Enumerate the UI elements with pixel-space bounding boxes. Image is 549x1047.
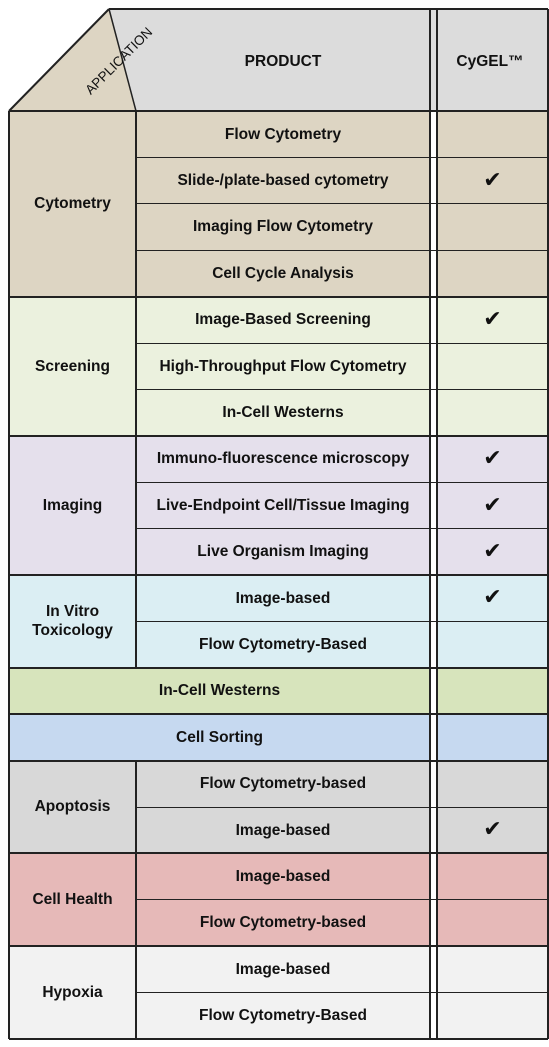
row-divider — [136, 992, 548, 994]
cygel-cell — [437, 992, 548, 1039]
row-divider — [136, 156, 548, 158]
cygel-cell — [437, 760, 548, 807]
application-product-divider — [135, 946, 137, 1039]
row-divider — [9, 666, 548, 669]
application-cell: Hypoxia — [9, 946, 136, 1039]
product-cell: Flow Cytometry-Based — [136, 621, 430, 668]
check-icon: ✔ — [483, 817, 502, 843]
product-cell: High-Throughput Flow Cytometry — [136, 343, 430, 390]
row-divider — [9, 945, 548, 948]
row-divider — [9, 852, 548, 855]
cygel-cell: ✔ — [437, 528, 548, 575]
header-diagonal-divider — [108, 8, 137, 112]
cygel-cell: ✔ — [437, 482, 548, 529]
product-cell: Flow Cytometry-based — [136, 899, 430, 947]
row-divider — [136, 620, 548, 622]
cygel-cell: ✔ — [437, 575, 548, 622]
check-icon: ✔ — [483, 539, 502, 565]
check-icon: ✔ — [483, 492, 502, 518]
application-product-divider — [135, 435, 137, 575]
cygel-cell — [437, 621, 548, 668]
product-cell: Image-based — [136, 575, 430, 622]
table-header: APPLICATION PRODUCT CyGEL™ — [8, 8, 549, 112]
row-divider — [136, 899, 548, 901]
header-diagonal-left — [8, 8, 110, 112]
product-cell: Slide-/plate-based cytometry — [136, 157, 430, 204]
product-cell: Image-based — [136, 853, 430, 900]
cygel-cell — [437, 111, 548, 158]
cygel-cell: ✔ — [437, 157, 548, 204]
cygel-cell — [437, 899, 548, 947]
row-divider — [136, 806, 548, 808]
cygel-cell — [437, 343, 548, 390]
row-divider — [9, 110, 548, 112]
check-icon: ✔ — [483, 307, 502, 333]
row-divider — [9, 434, 548, 437]
cygel-double-line-left — [429, 9, 431, 1039]
check-icon: ✔ — [483, 167, 502, 193]
application-cell: In Vitro Toxicology — [9, 575, 136, 668]
product-cell: Immuno-fluorescence microscopy — [136, 435, 430, 483]
row-divider — [9, 574, 548, 576]
application-cell: Cell Health — [9, 853, 136, 947]
row-divider — [136, 203, 548, 205]
application-cell: Imaging — [9, 435, 136, 575]
merged-application-cell: In-Cell Westerns — [9, 667, 430, 715]
row-divider — [136, 481, 548, 483]
cygel-cell — [437, 250, 548, 297]
header-application-bg — [9, 9, 136, 111]
row-divider — [136, 249, 548, 251]
header-product-bg — [109, 9, 430, 111]
cygel-double-line-right — [436, 9, 438, 1039]
application-product-divider — [135, 575, 137, 668]
cygel-cell — [437, 667, 548, 715]
header-product-label: PRODUCT — [245, 53, 322, 70]
header-cygel-label: CyGEL™ — [456, 53, 523, 70]
row-divider — [136, 342, 548, 344]
row-divider — [9, 1038, 548, 1040]
cygel-cell — [437, 714, 548, 761]
product-cell: Live Organism Imaging — [136, 528, 430, 575]
application-product-divider — [135, 853, 137, 947]
product-cell: Flow Cytometry — [136, 111, 430, 158]
left-border — [8, 111, 10, 1039]
application-product-divider — [135, 296, 137, 436]
cygel-cell: ✔ — [437, 435, 548, 483]
product-cell: In-Cell Westerns — [136, 389, 430, 436]
cygel-cell — [437, 946, 548, 993]
product-cell: Flow Cytometry-Based — [136, 992, 430, 1039]
product-cell: Imaging Flow Cytometry — [136, 203, 430, 251]
product-cell: Live-Endpoint Cell/Tissue Imaging — [136, 482, 430, 529]
product-cell: Flow Cytometry-based — [136, 760, 430, 807]
cygel-cell — [437, 853, 548, 900]
application-cell: Apoptosis — [9, 760, 136, 854]
row-divider — [9, 713, 548, 716]
cygel-cell: ✔ — [437, 807, 548, 854]
check-icon: ✔ — [483, 446, 502, 472]
product-cell: Cell Cycle Analysis — [136, 250, 430, 297]
row-divider — [136, 388, 548, 390]
row-divider — [9, 759, 548, 762]
product-cell: Image-based — [136, 807, 430, 854]
check-icon: ✔ — [483, 585, 502, 611]
product-cell: Image-based — [136, 946, 430, 993]
row-divider — [136, 528, 548, 530]
cygel-cell: ✔ — [437, 296, 548, 343]
application-cell: Cytometry — [9, 111, 136, 297]
cygel-cell — [437, 389, 548, 436]
row-divider — [9, 295, 548, 298]
right-border — [547, 9, 549, 1039]
application-product-divider — [135, 111, 137, 297]
application-cell: Screening — [9, 296, 136, 436]
application-product-divider — [135, 760, 137, 854]
cygel-cell — [437, 203, 548, 251]
merged-application-cell: Cell Sorting — [9, 714, 430, 761]
product-cell: Image-Based Screening — [136, 296, 430, 343]
